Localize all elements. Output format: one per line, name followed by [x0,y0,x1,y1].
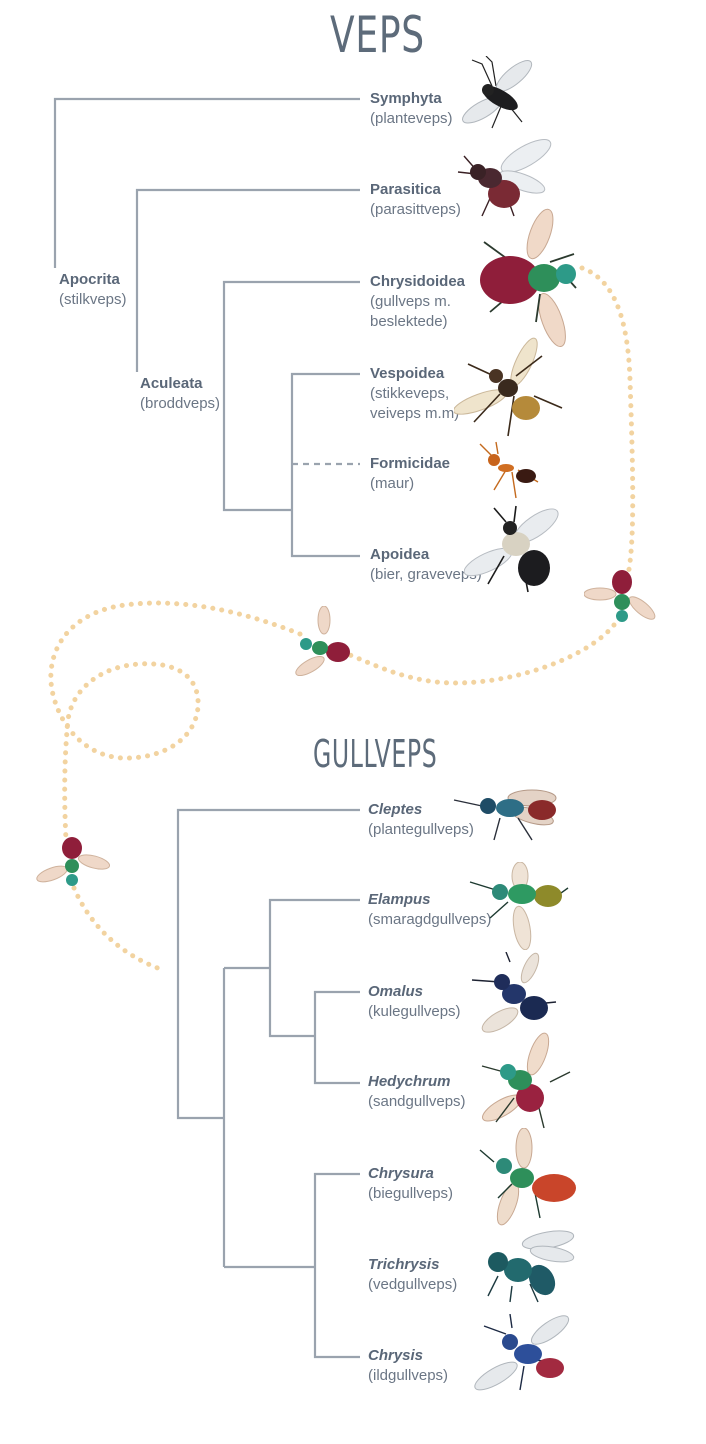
leaf-label-chrysidoidea: Chrysidoidea (gullveps m.beslektede) [370,273,466,330]
flying-wasp-right-icon [584,570,656,622]
omalus-icon [471,952,557,1033]
leaf-label-hedychrum: Hedychrum (sandgullveps) [368,1073,466,1110]
leaf-label-parasitica: Parasitica (parasittveps) [370,181,461,218]
leaf-label-cleptes: Cleptes (plantegullveps) [368,801,474,838]
leaf-label-formicidae: Formicidae (maur) [370,455,451,492]
diagram-title-gullveps: GULLVEPS [313,732,438,776]
parasitic-wasp-icon [457,139,552,217]
leaf-label-omalus: Omalus (kulegullveps) [368,983,461,1020]
leaf-label-elampus: Elampus (smaragdgullveps) [368,891,492,928]
leaf-label-vespoidea: Vespoidea (stikkeveps,veiveps m.m) [370,365,460,422]
leaf-label-chrysura: Chrysura (biegullveps) [368,1165,454,1202]
flight-path [48,265,636,973]
leaf-label-chrysis: Chrysis (ildgullveps) [368,1347,449,1384]
cuckoo-wasp-icon [480,208,577,348]
veps-tree-lines [53,97,360,558]
diagram-title-veps: VEPS [330,6,425,64]
node-label-apocrita: Apocrita (stilkveps) [59,271,127,308]
node-label-aculeata: Aculeata (broddveps) [140,375,221,412]
sawfly-icon [462,56,533,129]
ant-icon [479,441,539,499]
trichrysis-icon [487,1230,575,1303]
chrysis-icon [474,1314,570,1391]
elampus-icon [469,862,569,950]
leaf-label-apoidea: Apoidea (bier, graveveps) [370,546,482,583]
bee-icon [464,505,559,593]
leaf-label-symphyta: Symphyta (planteveps) [370,90,453,127]
gullveps-tree-lines [176,808,360,1359]
cleptes-icon [453,789,557,841]
wasp-icon [454,337,563,437]
flying-wasp-middle-icon [295,606,350,677]
leaf-label-trichrysis: Trichrysis (vedgullveps) [368,1256,458,1293]
hedychrum-icon [481,1032,571,1129]
flying-wasp-left-icon [36,837,110,886]
chrysura-icon [479,1128,576,1226]
